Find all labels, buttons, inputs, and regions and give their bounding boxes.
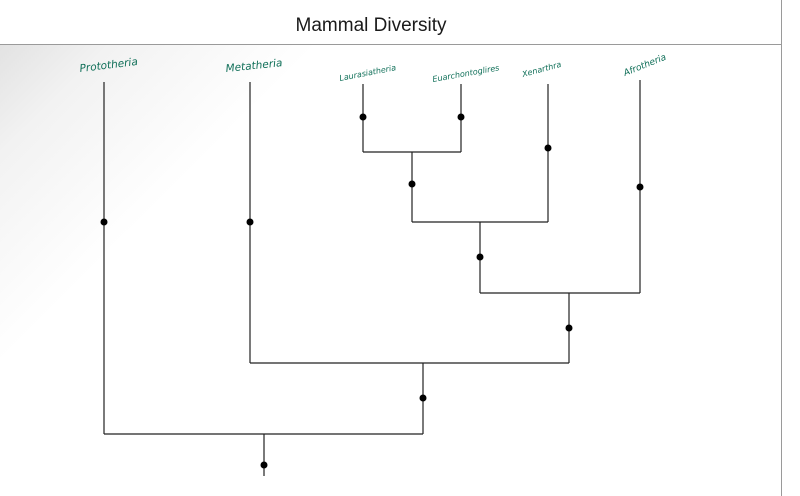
tree-branches xyxy=(103,80,641,476)
node-boreoeutheria xyxy=(408,180,416,188)
label-laurasiatheria: Laurasiatheria xyxy=(339,63,397,83)
label-prototheria: Prototheria xyxy=(79,56,139,75)
node-euarchontoglires xyxy=(457,113,465,121)
node-afrotheria xyxy=(636,183,644,191)
label-afrotheria: Afrotheria xyxy=(621,53,667,80)
node-laurasiatheria xyxy=(359,113,367,121)
label-metatheria: Metatheria xyxy=(225,57,283,75)
node-placentalia xyxy=(565,324,573,332)
node-exafroplacentalia xyxy=(476,253,484,261)
right-border xyxy=(781,0,782,496)
node-prototheria xyxy=(100,218,108,226)
page-title: Mammal Diversity xyxy=(295,15,447,36)
taxon-labels: Prototheria Metatheria Laurasiatheria Eu… xyxy=(79,53,668,84)
label-xenarthra: Xenarthra xyxy=(520,60,562,79)
node-metatheria xyxy=(246,218,254,226)
node-root xyxy=(260,461,268,469)
title-bar: Mammal Diversity xyxy=(0,0,782,45)
tree-nodes xyxy=(100,113,644,469)
node-theria xyxy=(419,394,427,402)
node-xenarthra xyxy=(544,144,552,152)
label-euarchontoglires: Euarchontoglires xyxy=(432,63,500,84)
